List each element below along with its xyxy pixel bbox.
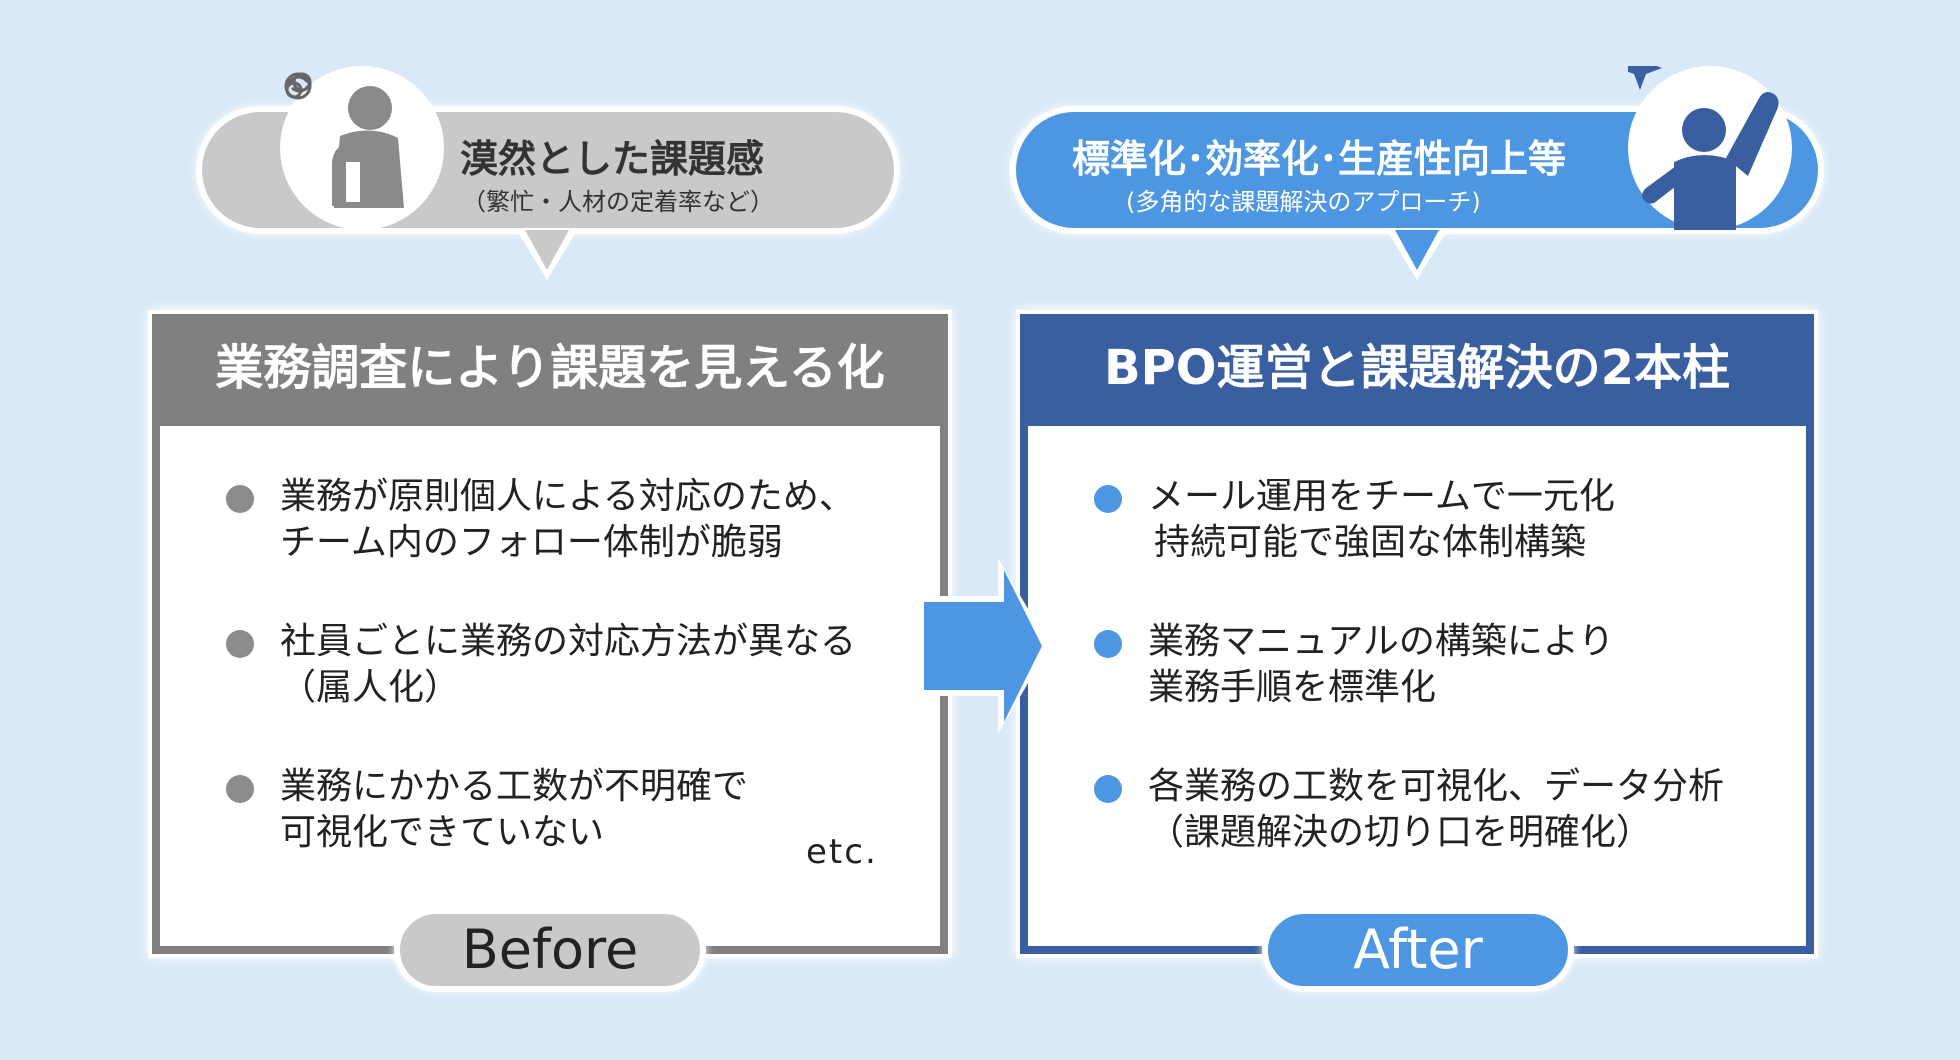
after-panel-body: メール運用をチームで一元化 持続可能で強固な体制構築 業務マニュアルの構築により… bbox=[1028, 426, 1806, 946]
after-item-1-line-2: 持続可能で強固な体制構築 bbox=[1154, 522, 1587, 563]
bullet-icon bbox=[226, 485, 254, 513]
stressed-person-icon bbox=[280, 66, 444, 230]
bullet-icon bbox=[1094, 775, 1122, 803]
before-item-3-line-1: 業務にかかる工数が不明確で bbox=[280, 766, 749, 807]
before-bubble-subtitle: （繁忙・人材の定着率など） bbox=[462, 188, 774, 216]
after-item-2-line-2: 業務手順を標準化 bbox=[1148, 667, 1437, 708]
before-item-2-line-2: （属人化） bbox=[280, 667, 461, 708]
after-bubble-tail bbox=[1395, 230, 1439, 270]
after-item-2-line-1: 業務マニュアルの構築により bbox=[1148, 621, 1615, 662]
before-item-3-line-2: 可視化できていない bbox=[280, 812, 605, 853]
etc-label: etc. bbox=[806, 832, 878, 872]
after-item-1-line-1: メール運用をチームで一元化 bbox=[1148, 476, 1615, 517]
before-item-2-line-1: 社員ごとに業務の対応方法が異なる bbox=[280, 621, 857, 662]
before-panel-body: 業務が原則個人による対応のため、 チーム内のフォロー体制が脆弱 社員ごとに業務の… bbox=[160, 426, 940, 946]
before-label: Before bbox=[394, 908, 706, 992]
bullet-icon bbox=[1094, 630, 1122, 658]
after-panel: BPO運営と課題解決の2本柱 メール運用をチームで一元化 持続可能で強固な体制構… bbox=[1016, 310, 1818, 958]
before-item-1-line-2: チーム内のフォロー体制が脆弱 bbox=[280, 522, 783, 563]
bullet-icon bbox=[226, 630, 254, 658]
before-item-1-line-1: 業務が原則個人による対応のため、 bbox=[280, 476, 855, 517]
before-panel: 業務調査により課題を見える化 業務が原則個人による対応のため、 チーム内のフォロ… bbox=[148, 310, 952, 958]
before-bubble-title: 漠然とした課題感 bbox=[460, 137, 765, 181]
bullet-icon bbox=[1094, 485, 1122, 513]
after-item-3-line-1: 各業務の工数を可視化、データ分析 bbox=[1148, 766, 1725, 807]
before-bubble-tail bbox=[525, 230, 569, 270]
after-bubble-title: 標準化･効率化･生産性向上等 bbox=[1072, 137, 1567, 181]
after-item-3-line-2: （課題解決の切り口を明確化） bbox=[1148, 812, 1653, 853]
right-arrow-icon bbox=[914, 556, 1054, 740]
after-label: After bbox=[1262, 908, 1574, 992]
before-panel-header: 業務調査により課題を見える化 bbox=[215, 340, 885, 396]
cheering-person-icon bbox=[1604, 46, 1792, 230]
after-bubble-subtitle: (多角的な課題解決のアプローチ) bbox=[1126, 188, 1481, 216]
bullet-icon bbox=[226, 775, 254, 803]
after-panel-header: BPO運営と課題解決の2本柱 bbox=[1104, 340, 1730, 396]
